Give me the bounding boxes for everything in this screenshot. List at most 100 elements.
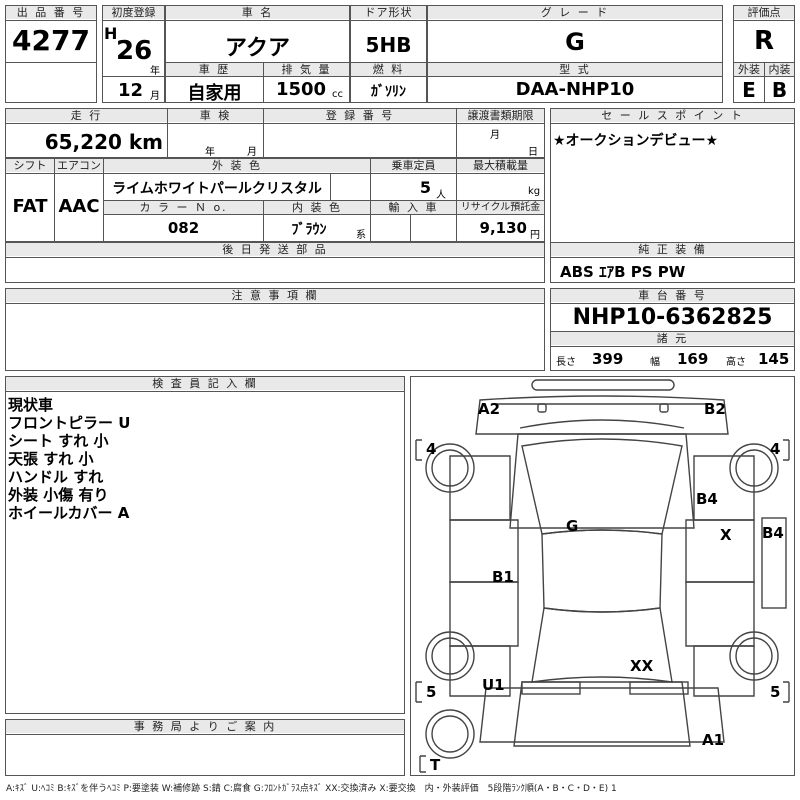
chassis-box [550,288,795,371]
mark-xx: XX [630,657,654,675]
equipment-label: 純 正 装 備 [551,243,794,256]
year-unit: 年 [150,66,160,77]
inspector-label: 検 査 員 記 入 欄 [6,377,404,390]
import-label: 輸 入 車 [371,201,456,214]
note-line: フロントピラー U [8,414,131,432]
mark-rl-5: 5 [426,683,436,701]
specs-label: 諸 元 [551,332,794,345]
exterior-label: 外装 [734,63,764,76]
mileage-label: 走 行 [6,109,167,122]
mark-b1: B1 [492,568,514,586]
mark-u1: U1 [482,676,505,694]
reg-year: 26 [116,36,153,66]
mark-g: G [566,517,578,535]
mark-t: T [430,756,441,774]
car-diagram-box [410,376,795,776]
history-label: 車 歴 [166,63,263,76]
mark-rr-5: 5 [770,683,780,701]
inspector-notes: 現状車 フロントピラー U シート すれ 小 天張 すれ 小 ハンドル すれ 外… [8,396,130,522]
sales-point-box [550,108,795,283]
sales-point-label: セ ー ル ス ポ イ ン ト [551,109,794,122]
mark-x: X [720,526,732,544]
inspection-month-unit: 月 [247,147,257,158]
color-label: 外 装 色 [104,159,370,172]
length: 399 [592,350,624,368]
shift: FAT [12,196,48,217]
lot-number: 4277 [12,24,90,57]
mark-b2: B2 [704,400,726,418]
mark-fr-4: 4 [770,440,780,458]
interior-color: ﾌﾞﾗｳﾝ [291,222,327,238]
reg-month: 12 [118,80,144,101]
transfer-month-unit: 月 [490,130,500,141]
lot-label: 出 品 番 号 [6,6,96,19]
caution-box [5,288,545,371]
model-label: 型 式 [428,63,722,76]
color-no: 082 [167,219,200,237]
month-unit: 月 [150,91,160,102]
exterior-grade: E [742,78,756,102]
mark-a1: A1 [702,731,724,749]
era: H [104,24,118,43]
recycle-label: リサイクル預託金 [457,201,544,214]
interior-label: 内装 [765,63,794,76]
first-reg-box [102,5,165,103]
chassis-number: NHP10-6362825 [572,305,773,330]
displacement-unit: cc [332,89,343,100]
load-unit: kg [528,186,541,197]
inspection-label: 車 検 [168,109,263,122]
model: DAA-NHP10 [515,79,635,100]
door-label: ドア形状 [351,6,426,19]
recycle-unit: 円 [530,230,540,241]
score-label: 評価点 [734,6,794,19]
score: R [753,26,775,56]
interior-color-unit: 系 [356,230,366,241]
mileage: 65,220 km [44,130,163,154]
displacement-label: 排 気 量 [264,63,349,76]
note-line: ハンドル すれ [8,468,104,486]
exterior-color: ライムホワイトパールクリスタル [112,181,322,197]
note-line: 外装 小傷 有り [8,486,109,504]
capacity-unit: 人 [436,190,446,201]
lot-box [5,5,97,103]
car-name-box [165,5,350,103]
width-label: 幅 [650,357,660,368]
later-parts-label: 後 日 発 送 部 品 [6,243,544,256]
later-parts-box [5,242,545,283]
inspection-year-unit: 年 [205,147,215,158]
legend-footer: A:ｷｽﾞ U:ﾍｺﾐ B:ｷｽﾞを伴うﾍｺﾐ P:要塗装 W:補修跡 S:錆 … [6,784,617,794]
transfer-day-unit: 日 [528,147,538,158]
load-label: 最大積載量 [457,159,544,172]
note-line: ホイールカバー A [8,504,130,522]
interior-color-label: 内 装 色 [264,201,370,214]
mark-b4-top: B4 [696,490,718,508]
capacity: 5 [419,178,431,197]
car-name: アクア [225,36,290,61]
recycle-fee: 9,130 [479,219,527,237]
grade-box [427,5,723,103]
height: 145 [758,350,790,368]
interior-grade: B [771,78,788,102]
car-diagram: A2 B2 4 4 B4 X B4 G B1 XX U1 5 5 A1 T [415,379,790,774]
door: 5HB [365,33,412,57]
chassis-label: 車 台 番 号 [551,289,794,302]
car-name-label: 車 名 [166,6,349,19]
registration-label: 登 録 番 号 [264,109,456,122]
mark-a2: A2 [478,400,500,418]
history: 自家用 [187,83,242,104]
fuel: ｶﾞｿﾘﾝ [371,84,406,100]
door-box [350,5,427,103]
inspector-box [5,376,405,714]
ac: AAC [58,196,100,217]
ac-label: エアコン [55,159,103,172]
first-reg-label: 初度登録 [103,6,164,19]
note-line: 現状車 [8,396,54,414]
grade-label: グ レ ー ド [428,6,722,19]
displacement: 1500 [275,79,327,100]
sales-point: ★オークションデビュー★ [553,133,719,149]
shift-label: シフト [6,159,54,172]
height-label: 高さ [726,357,746,368]
equipment: ABS ｴｱB PS PW [560,263,686,281]
fuel-label: 燃 料 [351,63,426,76]
caution-label: 注 意 事 項 欄 [6,289,544,302]
